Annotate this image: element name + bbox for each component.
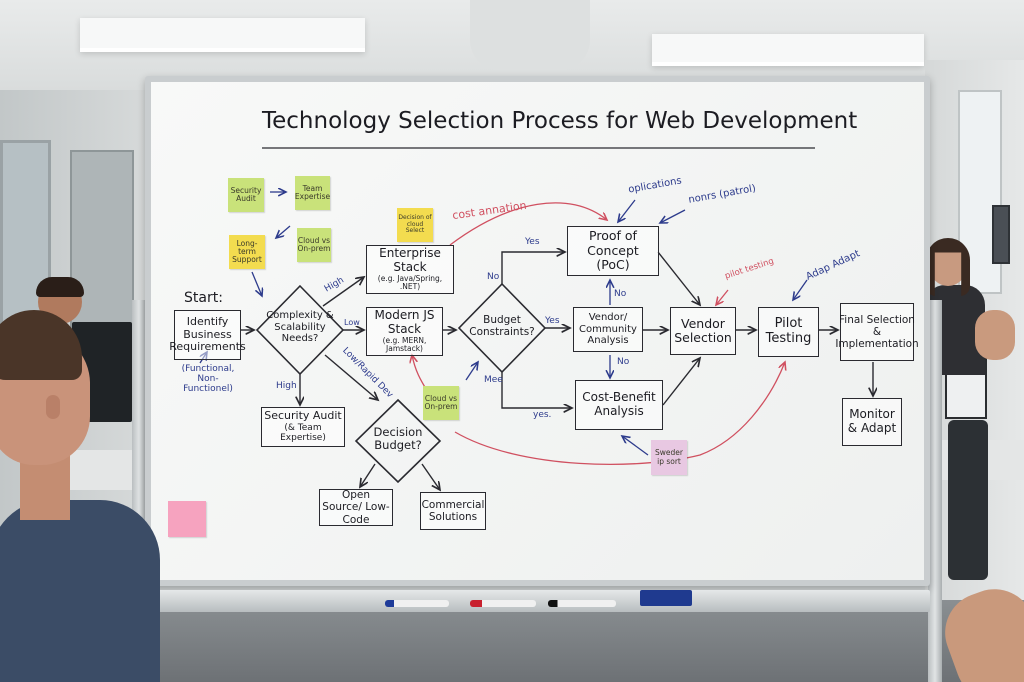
foreground-person-body [0,500,160,682]
sticky-security-audit: Security Audit [228,178,264,212]
black-marker[interactable] [548,600,616,607]
sticky-long-term: Long-term Support [229,235,265,269]
eraser[interactable] [640,590,692,606]
security-audit-node: Security Audit (& Team Expertise) [261,407,345,447]
edge-label-yes-3: yes. [533,410,552,420]
proof-of-concept-label: Proof of Concept (PoC) [587,228,639,273]
pilot-testing-node: Pilot Testing [758,307,819,357]
vendor-selection-node: Vendor Selection [670,307,736,355]
complexity-decision-label: Complexity & Scalability Needs? [266,310,334,344]
edge-label-no-3: No [617,357,630,367]
decision-budget-label: Decision Budget? [373,425,423,453]
ceiling-light-left [80,18,365,52]
cost-benefit-node: Cost-Benefit Analysis [575,380,663,430]
edge-label-yes-1: Yes [525,237,540,247]
edge-label-yes-2: Yes [545,316,560,326]
blue-marker[interactable] [385,600,449,607]
enterprise-stack-sub: (e.g. Java/Spring, .NET) [377,273,443,292]
complexity-decision: Complexity & Scalability Needs? [262,310,338,345]
foreground-person-ear [46,395,60,419]
sticky-cloud-onprem-2: Cloud vs On-prem [423,386,459,420]
ceiling-duct [470,0,590,70]
whiteboard-stand-right-pole [928,300,942,682]
sticky-team-expertise: Team Expertise [295,176,330,210]
edge-label-high-2: High [276,381,297,391]
security-audit-label: Security Audit (& Team Expertise) [264,409,342,444]
security-audit-title: Security Audit [264,409,342,423]
open-source-label: Open Source/ Low-Code [322,489,390,526]
gesturing-hand-right [975,310,1015,360]
identify-requirements-label: Identify Business Requirements [169,315,246,354]
open-source-node: Open Source/ Low-Code [319,489,393,526]
security-audit-sub: (& Team Expertise) [280,422,326,444]
edge-label-no-2: No [614,289,627,299]
modern-js-stack-title: Modern JS Stack [374,308,435,336]
sticky-pink-blank [168,501,206,537]
start-label: Start: [184,290,223,306]
enterprise-stack-node: Enterprise Stack (e.g. Java/Spring, .NET… [366,245,454,294]
modern-js-stack-label: Modern JS Stack (e.g. MERN, Jamstack) [369,308,440,354]
cost-benefit-label: Cost-Benefit Analysis [582,390,656,418]
marker-tray [148,590,930,612]
wall-picture [992,205,1010,264]
sticky-lilac: Sweder ip sort [651,440,687,475]
ceiling-light-right [652,34,924,66]
proof-of-concept-node: Proof of Concept (PoC) [567,226,659,276]
vendor-selection-label: Vendor Selection [674,315,732,345]
sticky-yellow-center: Decision of cloud Select [397,208,433,242]
budget-decision: Budget Constraints? [467,314,537,338]
edge-label-low: Low [344,318,360,327]
floor [0,600,1024,682]
background-person-left-hair [36,277,84,297]
pilot-testing-label: Pilot Testing [765,316,812,346]
red-marker[interactable] [470,600,536,607]
whiteboard-title: Technology Selection Process for Web Dev… [262,108,858,134]
sticky-cloud-onprem: Cloud vs On-prem [297,228,331,262]
decision-budget-decision: Decision Budget? [366,425,430,453]
commercial-solutions-node: Commercial Solutions [420,492,486,530]
commercial-solutions-label: Commercial Solutions [421,498,485,523]
final-selection-node: Final Selection & Implementation [835,303,919,361]
enterprise-stack-label: Enterprise Stack (e.g. Java/Spring, .NET… [369,246,451,292]
modern-js-stack-node: Modern JS Stack (e.g. MERN, Jamstack) [366,307,443,356]
edge-label-no-1: No [487,272,500,282]
identify-requirements-node: Identify Business Requirements [169,310,246,360]
identify-requirements-note: (Functional, Non-Functionel) [181,364,235,394]
edge-label-maybe: Mee [484,375,503,385]
monitor-adapt-node: Monitor & Adapt [842,398,902,446]
office-chair-right [948,420,988,580]
vendor-community-node: Vendor/ Community Analysis [573,307,643,352]
monitor-adapt-label: Monitor & Adapt [847,407,897,435]
vendor-community-label: Vendor/ Community Analysis [579,312,637,347]
final-selection-label: Final Selection & Implementation [835,313,919,351]
budget-decision-label: Budget Constraints? [469,314,535,339]
enterprise-stack-title: Enterprise Stack [379,246,441,274]
modern-js-stack-sub: (e.g. MERN, Jamstack) [382,335,427,354]
